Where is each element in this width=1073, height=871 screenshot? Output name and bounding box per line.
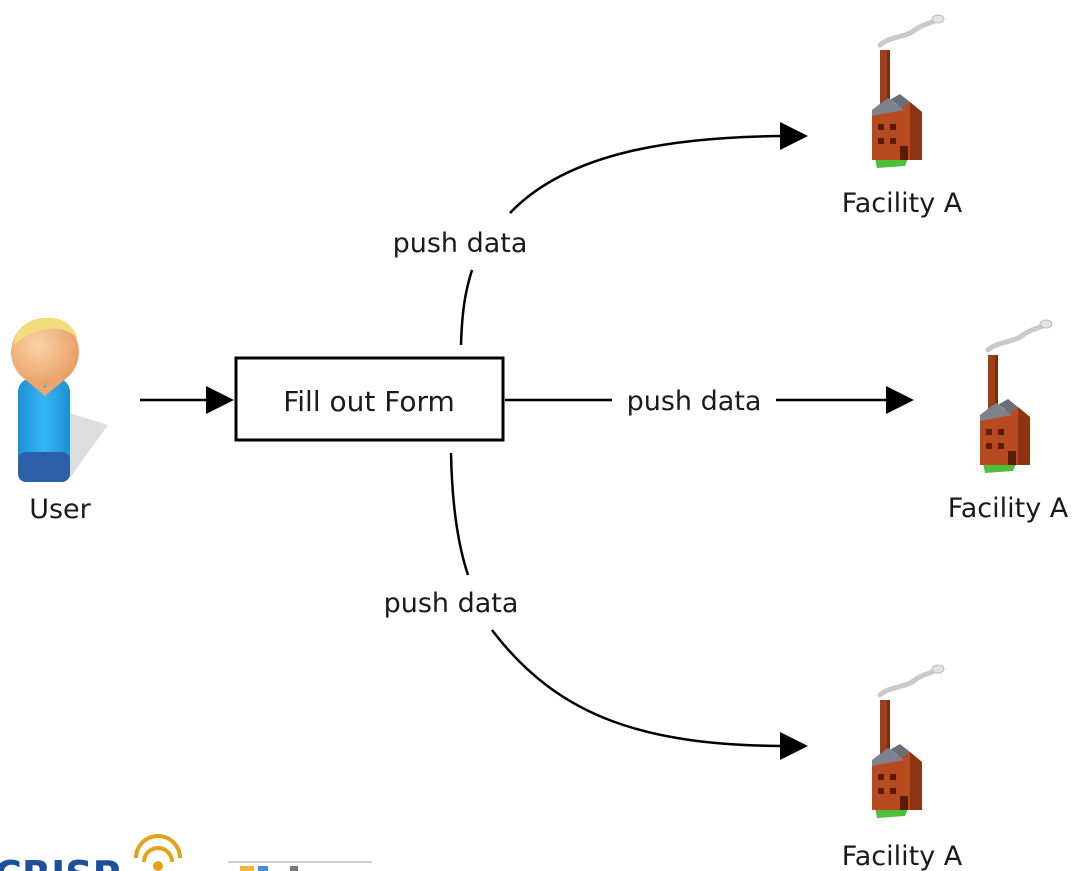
partner-logo [228, 861, 372, 871]
user-to-form-arrowhead [206, 386, 234, 414]
factory-middle-icon [980, 320, 1052, 473]
fill-out-form-label: Fill out Form [283, 385, 455, 418]
top-curve-upper [509, 134, 783, 214]
factory-top-icon [872, 15, 944, 168]
svg-text:CRISP: CRISP [0, 853, 121, 871]
facility-top-label: Facility A [842, 188, 963, 219]
user-label: User [29, 494, 91, 525]
bottom-arrowhead [780, 732, 808, 760]
middle-edge-label: push data [627, 386, 762, 417]
fill-out-form-box [234, 356, 505, 442]
facility-bottom-label: Facility A [842, 841, 963, 871]
top-edge-label: push data [393, 228, 528, 259]
middle-arrowhead [886, 386, 914, 414]
crisp-logo: CRISP [0, 834, 182, 871]
facility-middle-label: Facility A [948, 493, 1069, 524]
top-curve-lower [459, 269, 474, 346]
top-arrowhead [780, 122, 808, 150]
bottom-edge-label: push data [384, 588, 519, 619]
factory-bottom-icon [872, 665, 944, 818]
user-icon [11, 317, 108, 482]
bottom-curve-upper [449, 452, 470, 576]
bottom-curve-lower [491, 629, 783, 748]
